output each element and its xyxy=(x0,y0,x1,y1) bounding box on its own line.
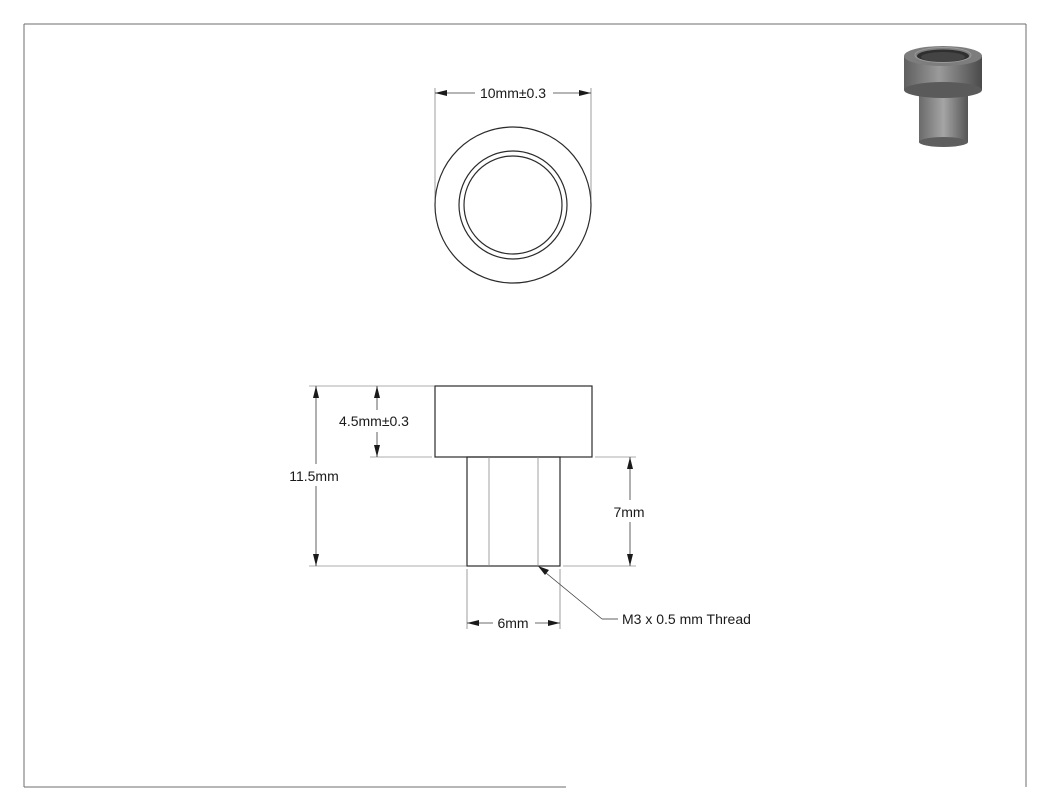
dim-head-height-label: 4.5mm±0.3 xyxy=(339,413,409,429)
dim-outer-diameter-label: 10mm±0.3 xyxy=(480,85,546,101)
dim-shank-length: 7mm xyxy=(563,456,645,567)
front-view xyxy=(434,385,593,567)
dim-shank-length-label: 7mm xyxy=(613,504,644,520)
front-view-head xyxy=(434,385,593,458)
top-view-outer-circle xyxy=(434,126,592,284)
top-view xyxy=(434,126,592,284)
top-view-counterbore-circle xyxy=(458,150,568,260)
dim-outer-diameter: 10mm±0.3 xyxy=(434,85,592,202)
dim-head-height: 4.5mm±0.3 xyxy=(339,385,435,458)
isometric-preview xyxy=(904,46,982,147)
thread-callout-label: M3 x 0.5 mm Thread xyxy=(622,611,751,627)
dim-total-height-label: 11.5mm xyxy=(289,468,339,484)
sheet-border xyxy=(23,23,1027,788)
thread-callout: M3 x 0.5 mm Thread xyxy=(538,566,751,627)
dim-shank-diameter-label: 6mm xyxy=(497,615,528,631)
front-view-shank xyxy=(466,456,561,567)
iso-shank xyxy=(919,92,968,142)
dim-total-height: 11.5mm xyxy=(289,385,467,567)
top-view-bore-circle xyxy=(463,155,563,255)
dim-shank-diameter: 6mm xyxy=(466,569,561,631)
